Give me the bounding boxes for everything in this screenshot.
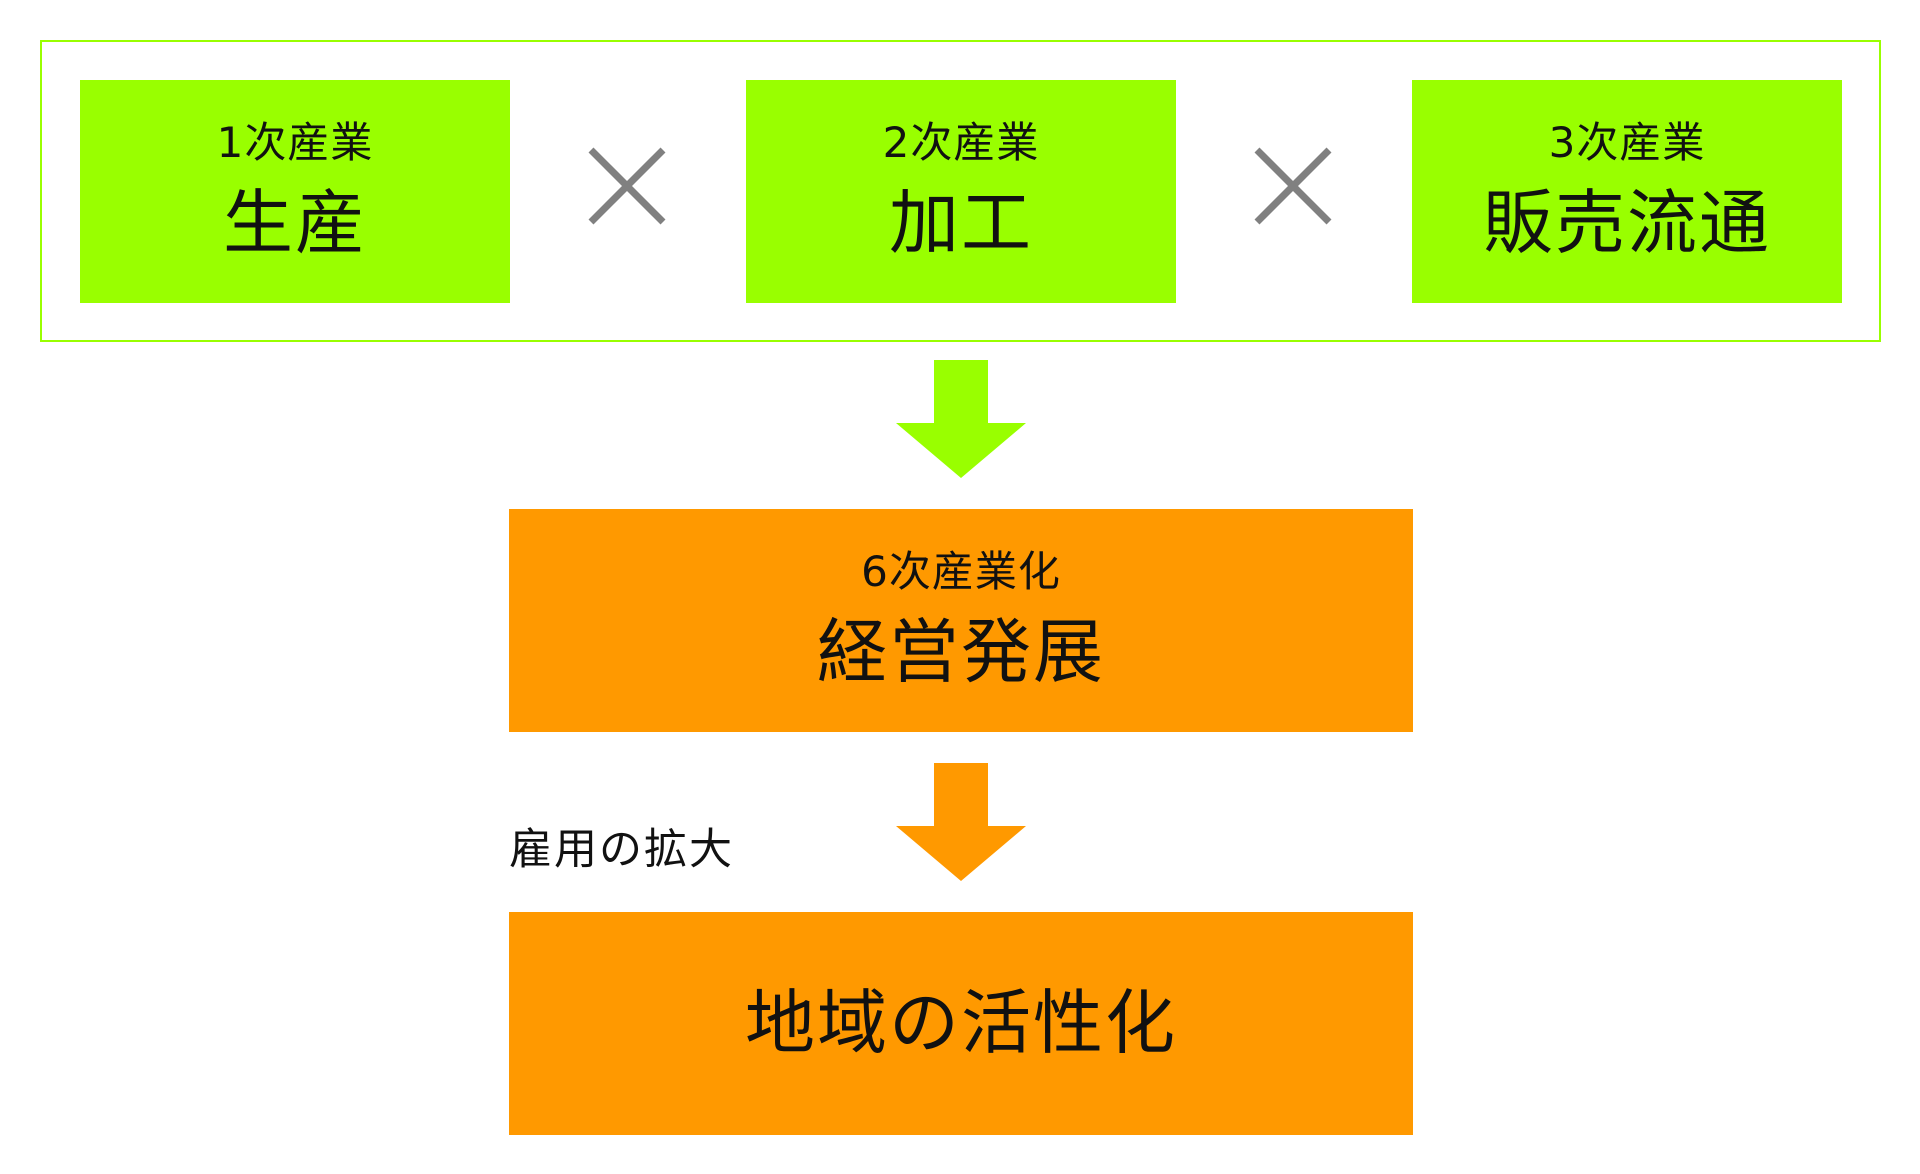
top-group-frame	[40, 40, 1881, 342]
secondary-industry-box: 2次産業 加工	[746, 80, 1176, 303]
primary-industry-label: 1次産業	[216, 118, 374, 168]
sixth-industry-box: 6次産業化 経営発展	[509, 509, 1413, 732]
regional-revitalization-title: 地域の活性化	[745, 982, 1177, 1065]
tertiary-industry-title: 販売流通	[1483, 182, 1771, 265]
primary-industry-box: 1次産業 生産	[80, 80, 510, 303]
sixth-industry-label: 6次産業化	[861, 547, 1061, 597]
primary-industry-title: 生産	[223, 182, 367, 265]
regional-revitalization-box: 地域の活性化	[509, 912, 1413, 1135]
secondary-industry-title: 加工	[889, 182, 1033, 265]
multiply-icon	[588, 147, 666, 225]
tertiary-industry-label: 3次産業	[1548, 118, 1706, 168]
sixth-industry-title: 経営発展	[817, 611, 1105, 694]
employment-expansion-label: 雇用の拡大	[509, 825, 734, 875]
multiply-icon	[1254, 147, 1332, 225]
down-arrow-icon	[896, 360, 1026, 478]
down-arrow-icon	[896, 763, 1026, 881]
secondary-industry-label: 2次産業	[882, 118, 1040, 168]
tertiary-industry-box: 3次産業 販売流通	[1412, 80, 1842, 303]
